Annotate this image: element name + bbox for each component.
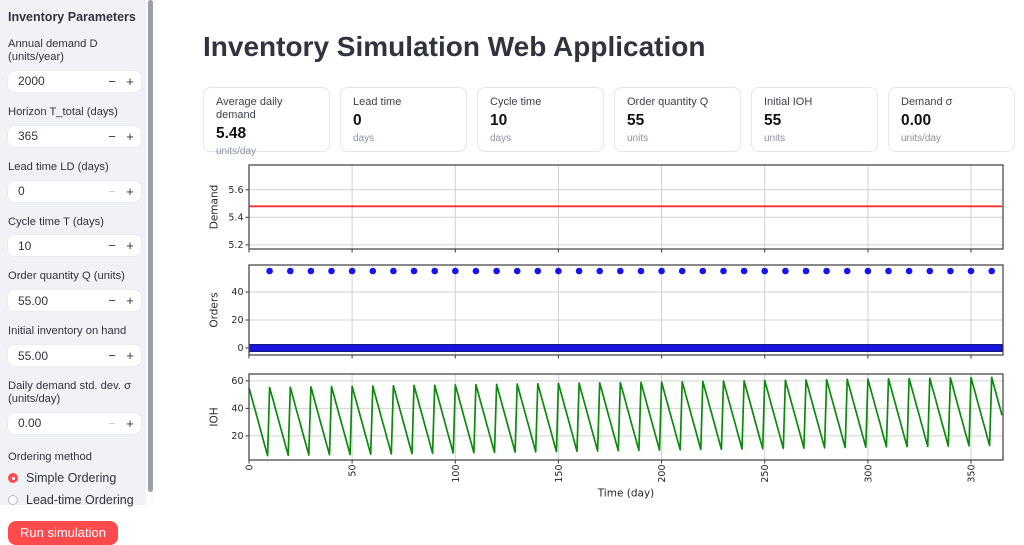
decrement-button[interactable]: − — [103, 345, 121, 366]
minus-icon: − — [108, 238, 116, 254]
increment-button[interactable]: + — [121, 345, 139, 366]
metric-demand-sigma: Demand σ 0.00 units/day — [888, 87, 1015, 152]
field-initial-ioh: Initial inventory on hand 55.00 − + — [8, 325, 141, 367]
minus-icon: − — [108, 415, 116, 431]
metric-value: 55 — [764, 112, 782, 130]
metric-label: Initial IOH — [764, 96, 813, 108]
annual-demand-input[interactable]: 2000 − + — [8, 70, 141, 92]
plus-icon: + — [126, 128, 134, 144]
decrement-button[interactable]: − — [103, 126, 121, 147]
field-label: Daily demand std. dev. σ (units/day) — [8, 380, 131, 405]
increment-button[interactable]: + — [121, 235, 139, 256]
main-content: Inventory Simulation Web Application Ave… — [155, 0, 1024, 505]
field-label: Lead time LD (days) — [8, 160, 109, 173]
metric-initial-ioh: Initial IOH 55 units — [751, 87, 878, 152]
radio-lead-time-ordering[interactable]: Lead-time Ordering — [8, 493, 141, 507]
horizon-input[interactable]: 365 − + — [8, 125, 141, 147]
decrement-button[interactable]: − — [103, 181, 121, 202]
plus-icon: + — [126, 238, 134, 254]
lead-time-value[interactable]: 0 — [18, 184, 25, 198]
radio-simple-ordering[interactable]: Simple Ordering — [8, 471, 141, 485]
field-horizon: Horizon T_total (days) 365 − + — [8, 106, 141, 147]
metric-value: 55 — [627, 112, 645, 130]
order-quantity-input[interactable]: 55.00 − + — [8, 290, 141, 312]
page-title: Inventory Simulation Web Application — [203, 31, 706, 62]
decrement-button[interactable]: − — [103, 413, 121, 434]
metric-value: 0.00 — [901, 112, 932, 130]
metric-unit: days — [490, 133, 512, 145]
minus-icon: − — [108, 73, 116, 89]
minus-icon: − — [108, 348, 116, 364]
sidebar-title: Inventory Parameters — [8, 10, 136, 24]
field-label: Annual demand D (units/year) — [8, 38, 98, 63]
metric-unit: units — [764, 133, 786, 145]
decrement-button[interactable]: − — [103, 290, 121, 311]
initial-ioh-input[interactable]: 55.00 − + — [8, 345, 141, 367]
plus-icon: + — [126, 348, 134, 364]
plus-icon: + — [126, 293, 134, 309]
horizon-value[interactable]: 365 — [18, 129, 39, 144]
increment-button[interactable]: + — [121, 290, 139, 311]
metric-order-quantity: Order quantity Q 55 units — [614, 87, 741, 152]
lead-time-input[interactable]: 0 − + — [8, 180, 141, 202]
plus-icon: + — [126, 73, 134, 89]
field-cycle-time: Cycle time T (days) 10 − + — [8, 216, 141, 257]
metrics-row: Average daily demand 5.48 units/day Lead… — [203, 87, 1015, 157]
increment-button[interactable]: + — [121, 126, 139, 147]
decrement-button[interactable]: − — [103, 71, 121, 92]
annual-demand-value[interactable]: 2000 — [18, 74, 45, 89]
metric-unit: units/day — [216, 146, 257, 158]
radio-label: Simple Ordering — [26, 470, 117, 485]
plus-icon: + — [126, 183, 134, 199]
metric-value: 0 — [353, 112, 362, 130]
field-label: Initial inventory on hand — [8, 325, 127, 338]
metric-avg-daily-demand: Average daily demand 5.48 units/day — [203, 87, 330, 157]
metric-unit: units/day — [901, 133, 942, 145]
radio-selected-icon — [8, 472, 18, 483]
field-label: Order quantity Q (units) — [8, 270, 125, 283]
metric-unit: units — [627, 133, 649, 145]
sidebar: Inventory Parameters Annual demand D (un… — [0, 0, 155, 545]
demand-sigma-value[interactable]: 0.00 — [18, 416, 42, 431]
ordering-method-label: Ordering method — [8, 450, 92, 463]
field-order-quantity: Order quantity Q (units) 55.00 − + — [8, 270, 141, 312]
radio-unselected-icon — [8, 494, 18, 505]
metric-value: 10 — [490, 112, 508, 130]
run-simulation-button[interactable]: Run simulation — [8, 520, 118, 545]
field-label: Horizon T_total (days) — [8, 105, 118, 118]
field-lead-time: Lead time LD (days) 0 − + — [8, 161, 141, 202]
field-demand-sigma: Daily demand std. dev. σ (units/day) 0.0… — [8, 380, 141, 434]
metric-label: Demand σ — [901, 96, 953, 108]
order-quantity-value[interactable]: 55.00 — [18, 293, 49, 308]
increment-button[interactable]: + — [121, 181, 139, 202]
metric-label: Average daily demand — [216, 96, 283, 122]
cycle-time-input[interactable]: 10 − + — [8, 235, 141, 257]
decrement-button[interactable]: − — [103, 235, 121, 256]
demand-sigma-input[interactable]: 0.00 − + — [8, 412, 141, 434]
metric-label: Lead time — [353, 96, 402, 108]
initial-ioh-value[interactable]: 55.00 — [18, 348, 49, 363]
minus-icon: − — [108, 128, 116, 144]
sidebar-scrollbar[interactable] — [148, 0, 153, 492]
metric-label: Cycle time — [490, 96, 542, 108]
field-label: Cycle time T (days) — [8, 215, 104, 228]
radio-label: Lead-time Ordering — [26, 492, 134, 507]
metric-cycle-time: Cycle time 10 days — [477, 87, 604, 152]
metric-value: 5.48 — [216, 125, 247, 143]
metric-lead-time: Lead time 0 days — [340, 87, 467, 152]
plus-icon: + — [126, 415, 134, 431]
sidebar-scrollbar-track — [146, 0, 155, 505]
increment-button[interactable]: + — [121, 71, 139, 92]
field-annual-demand: Annual demand D (units/year) 2000 − + — [8, 38, 141, 92]
metric-label: Order quantity Q — [627, 96, 709, 108]
increment-button[interactable]: + — [121, 413, 139, 434]
cycle-time-value[interactable]: 10 — [18, 238, 32, 253]
minus-icon: − — [108, 293, 116, 309]
metric-unit: days — [353, 133, 375, 145]
minus-icon: − — [108, 183, 116, 199]
